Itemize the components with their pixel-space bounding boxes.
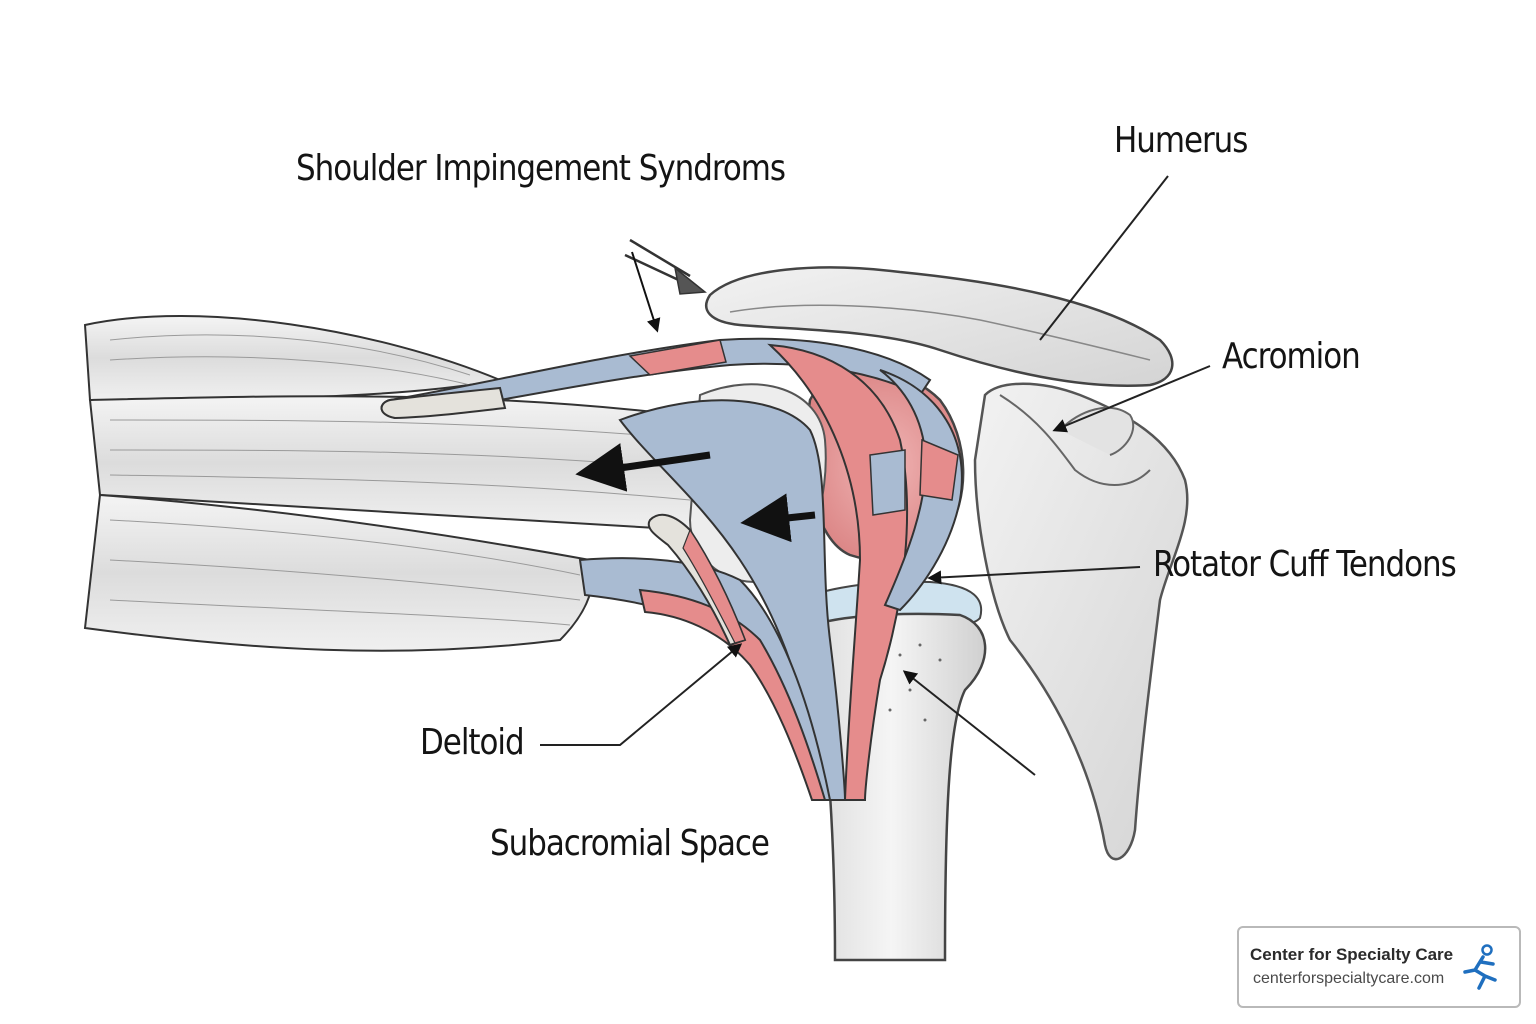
diagram-title: Shoulder Impingement Syndroms [296, 148, 785, 189]
label-rotator-cuff-tendons: Rotator Cuff Tendons [1153, 544, 1456, 585]
brand-badge[interactable]: Center for Specialty Care centerforspeci… [1237, 926, 1521, 1008]
badge-name: Center for Specialty Care [1250, 945, 1453, 965]
scapula-shape [975, 384, 1187, 859]
label-deltoid: Deltoid [420, 722, 524, 763]
label-humerus: Humerus [1114, 120, 1247, 161]
label-acromion: Acromion [1222, 336, 1360, 377]
leader-deltoid [540, 645, 740, 745]
acromion-cap [706, 267, 1172, 385]
label-subacromial-space: Subacromial Space [490, 823, 769, 864]
runner-logo-icon [1453, 942, 1505, 994]
badge-url: centerforspecialtycare.com [1253, 970, 1444, 988]
